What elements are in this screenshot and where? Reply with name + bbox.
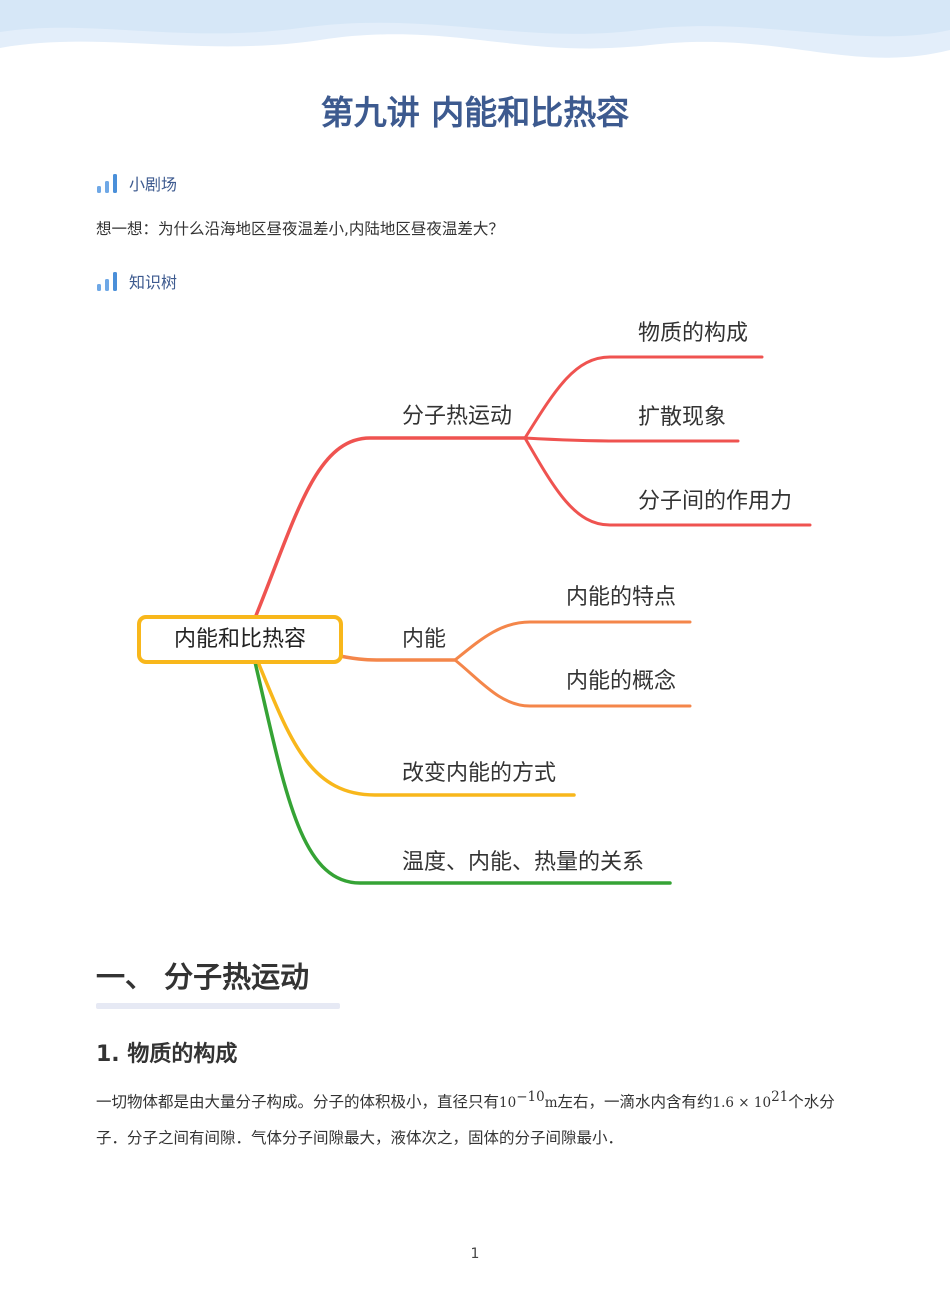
mindmap-branch-label: 温度、内能、热量的关系 [402,850,644,875]
section-label-tree: 知识树 [96,269,177,293]
math-count-exponent: 21 [771,1089,789,1105]
knowledge-tree-mindmap: 内能和比热容 分子热运动 内能 改变内能的方式 温度、内能、热量的关系 物质的构… [137,321,812,885]
body-paragraph: 一切物体都是由大量分子构成。分子的体积极小，直径只有10−10m左右，一滴水内含… [96,1080,856,1156]
mindmap-connector [453,658,692,708]
mindmap-branch-label: 内能 [402,627,446,652]
mindmap-leaf-label: 内能的特点 [566,585,676,610]
mindmap-connector [523,355,764,440]
section-label-text: 小剧场 [129,175,178,194]
body-text-part: 左右，一滴水内含有约 [557,1093,713,1111]
page-title: 第九讲 内能和比热容 [320,93,630,132]
mindmap-branch-label: 分子热运动 [402,404,512,429]
heading-underline [96,1003,340,1009]
body-text-part: 一切物体都是由大量分子构成。分子的体积极小，直径只有 [96,1093,500,1111]
section-label-text: 知识树 [129,273,178,292]
bar-chart-icon [97,272,117,291]
mindmap-leaf-label: 内能的概念 [566,669,676,694]
math-size-exponent: −10 [516,1089,545,1105]
theater-question: 想一想：为什么沿海地区昼夜温差小,内陆地区昼夜温差大？ [96,220,504,238]
header-wave-decoration [0,0,950,58]
mindmap-connector [253,436,527,620]
math-count-mantissa: 1.6 × 10 [712,1095,772,1111]
section-label-theater: 小剧场 [96,171,177,195]
mindmap-connector [256,660,576,797]
math-size-base: 10 [499,1095,517,1111]
mindmap-connector [523,436,740,443]
mindmap-leaf-label: 扩散现象 [638,405,726,430]
mindmap-branch-label: 改变内能的方式 [402,761,556,786]
mindmap-leaf-label: 分子间的作用力 [638,489,792,514]
body-text-part: 个水分子．分子之间有间隙．气体分子间隙最大，液体次之，固体的分子间隙最小． [96,1093,835,1147]
mindmap-leaf-label: 物质的构成 [638,321,748,346]
mindmap-connector [338,654,457,662]
math-size-unit: m [544,1095,558,1111]
mindmap-root-label: 内能和比热容 [174,627,306,652]
mindmap-connector [253,660,672,885]
page-number: 1 [470,1246,480,1262]
bar-chart-icon [97,174,117,193]
mindmap-root-box [137,615,343,664]
mindmap-connector [453,620,692,662]
mindmap-connector [523,436,812,527]
section-heading-1: 一、 分子热运动 [96,960,310,994]
section-heading-2: 1. 物质的构成 [96,1042,238,1067]
